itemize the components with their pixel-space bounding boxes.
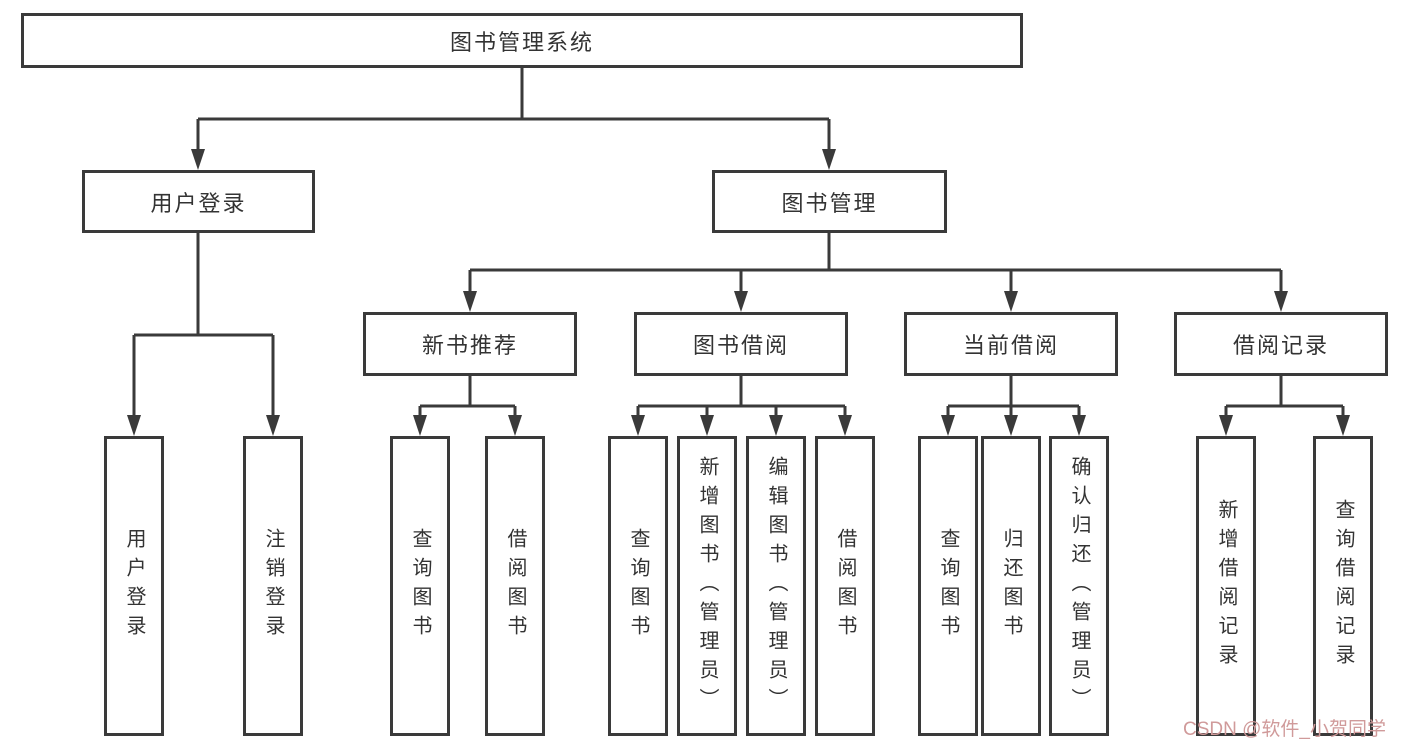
node-label: 归还图书 [1000, 528, 1022, 644]
leaf-add-borrow-record: 新增借阅记录 [1196, 436, 1256, 736]
edge-borrow-records-to-children [1219, 376, 1350, 436]
edge-current-borrow-to-children [941, 376, 1086, 436]
arrowhead [127, 415, 141, 436]
node-label: 编辑图书（管理员） [765, 455, 787, 717]
leaf-return-books: 归还图书 [981, 436, 1041, 736]
arrowhead [838, 415, 852, 436]
node-label: 图书管理 [781, 190, 878, 216]
arrowhead [734, 291, 748, 312]
leaf-query-books-1: 查询图书 [390, 436, 450, 736]
arrowhead [463, 291, 477, 312]
node-label: 查询图书 [627, 528, 649, 644]
node-label: 借阅记录 [1232, 333, 1329, 358]
node-label: 用户登录 [150, 190, 247, 216]
arrowhead [413, 415, 427, 436]
node-label: 图书借阅 [692, 333, 789, 358]
arrowhead [1336, 415, 1350, 436]
leaf-logout: 注销登录 [243, 436, 303, 736]
edge-root-to-level2 [191, 68, 836, 170]
node-label: 当前借阅 [962, 333, 1059, 358]
arrowhead [1274, 291, 1288, 312]
node-book-management: 图书管理 [712, 170, 947, 233]
leaf-add-book-admin: 新增图书（管理员） [677, 436, 737, 736]
arrowhead [191, 149, 205, 170]
node-current-borrow: 当前借阅 [904, 312, 1118, 376]
node-user-login: 用户登录 [82, 170, 315, 233]
leaf-edit-book-admin: 编辑图书（管理员） [746, 436, 806, 736]
arrowhead [266, 415, 280, 436]
leaf-borrow-books-2: 借阅图书 [815, 436, 875, 736]
leaf-query-books-3: 查询图书 [918, 436, 978, 736]
arrowhead [1004, 415, 1018, 436]
node-label: 查询图书 [409, 528, 431, 644]
leaf-confirm-return-admin: 确认归还（管理员） [1049, 436, 1109, 736]
node-borrow-records: 借阅记录 [1174, 312, 1388, 376]
leaf-borrow-books-1: 借阅图书 [485, 436, 545, 736]
edge-book-mgmt-to-level3 [463, 233, 1288, 312]
node-label: 借阅图书 [504, 528, 526, 644]
arrowhead [769, 415, 783, 436]
edge-new-book-rec-to-children [413, 376, 522, 436]
leaf-query-books-2: 查询图书 [608, 436, 668, 736]
node-new-book-recommend: 新书推荐 [363, 312, 577, 376]
arrowhead [941, 415, 955, 436]
node-label: 注销登录 [262, 528, 284, 644]
arrowhead [508, 415, 522, 436]
arrowhead [1219, 415, 1233, 436]
edge-book-borrow-to-children [631, 376, 852, 436]
node-label: 图书管理系统 [449, 29, 594, 55]
node-label: 确认归还（管理员） [1068, 455, 1090, 717]
leaf-query-borrow-record: 查询借阅记录 [1313, 436, 1373, 736]
leaf-user-login: 用户登录 [104, 436, 164, 736]
arrowhead [631, 415, 645, 436]
node-label: 查询借阅记录 [1332, 499, 1354, 673]
node-label: 新增借阅记录 [1215, 499, 1237, 673]
arrowhead [700, 415, 714, 436]
node-label: 新增图书（管理员） [696, 455, 718, 717]
arrowhead [1004, 291, 1018, 312]
node-label: 用户登录 [123, 528, 145, 644]
node-book-borrow: 图书借阅 [634, 312, 848, 376]
node-label: 借阅图书 [834, 528, 856, 644]
edge-user-login-to-children [127, 233, 280, 436]
csdn-watermark: CSDN @软件_小贺同学 [1183, 719, 1386, 740]
arrowhead [822, 149, 836, 170]
node-root-system: 图书管理系统 [21, 13, 1023, 68]
arrowhead [1072, 415, 1086, 436]
node-label: 查询图书 [937, 528, 959, 644]
node-label: 新书推荐 [421, 333, 518, 358]
